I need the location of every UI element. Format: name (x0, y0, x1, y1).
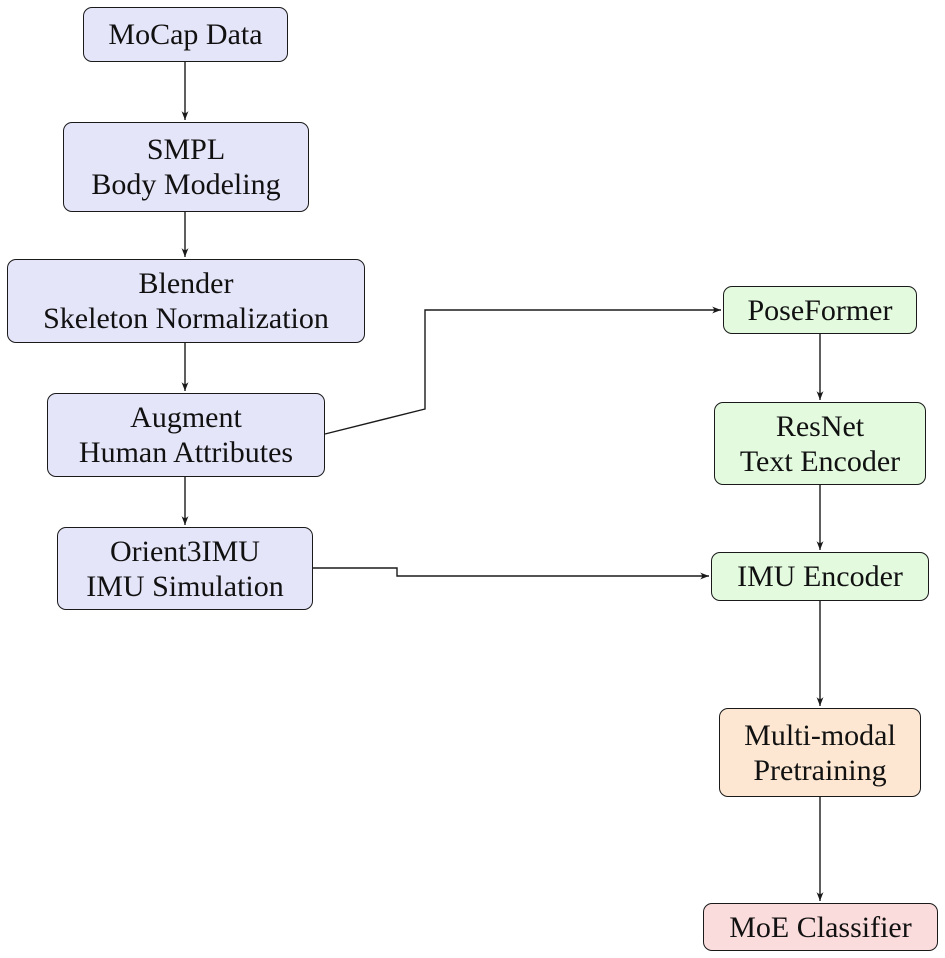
node-resnet-label-1: ResNet (775, 409, 865, 443)
node-augment-label-2: Human Attributes (78, 436, 294, 469)
node-moe-label: MoE Classifier (729, 910, 912, 944)
node-poseformer: PoseFormer (723, 286, 917, 334)
node-smpl-body-modeling: SMPL Body Modeling (63, 122, 309, 212)
node-smpl-label-1: SMPL (146, 133, 226, 166)
node-blender-label-1: Blender (138, 267, 234, 300)
node-pretraining-label-1: Multi-modal (744, 718, 896, 752)
node-multimodal-pretraining: Multi-modal Pretraining (719, 708, 921, 797)
node-resnet-text-encoder: ResNet Text Encoder (714, 402, 926, 485)
node-mocap-data-label: MoCap Data (108, 18, 263, 51)
node-orient-label-1: Orient3IMU (110, 534, 260, 568)
node-imu-encoder: IMU Encoder (711, 552, 929, 601)
node-orient3imu-simulation: Orient3IMU IMU Simulation (57, 527, 313, 610)
node-pretraining-label-2: Pretraining (753, 753, 887, 787)
node-blender-skeleton-normalization: Blender Skeleton Normalization (7, 259, 365, 343)
node-resnet-label-2: Text Encoder (739, 444, 901, 478)
edge-orient-to-imu-encoder (313, 567, 709, 580)
node-mocap-data: MoCap Data (83, 7, 288, 62)
node-augment-label-1: Augment (130, 401, 242, 434)
edge-augment-to-poseformer (324, 306, 721, 435)
node-poseformer-label: PoseFormer (747, 293, 893, 327)
node-blender-label-2: Skeleton Normalization (43, 302, 329, 335)
node-orient-label-2: IMU Simulation (86, 569, 284, 603)
node-imu-encoder-label: IMU Encoder (737, 560, 903, 593)
node-augment-human-attributes: Augment Human Attributes (47, 393, 325, 477)
node-moe-classifier: MoE Classifier (703, 903, 938, 951)
node-smpl-label-2: Body Modeling (91, 168, 281, 201)
